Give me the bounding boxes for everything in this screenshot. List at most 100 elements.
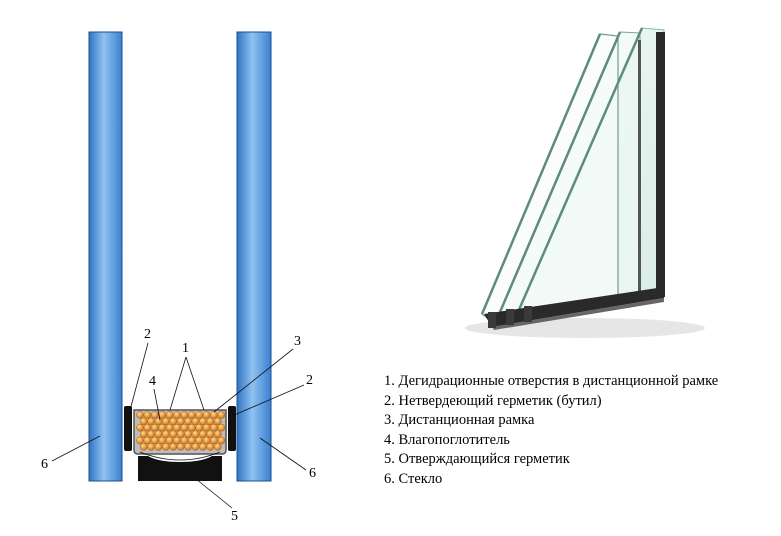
desiccant-bead: [158, 436, 166, 445]
desiccant-bead: [154, 417, 163, 426]
desiccant-bead: [217, 423, 226, 432]
desiccant-bead: [143, 423, 152, 432]
desiccant-bead: [195, 411, 203, 419]
desiccant-bead: [162, 442, 170, 451]
outer-sealant: [138, 456, 222, 481]
desiccant-bead: [147, 442, 155, 451]
desiccant-bead: [143, 436, 152, 445]
leader-2-left: [128, 342, 149, 415]
desiccant-bead: [154, 442, 163, 451]
butyl-strip-left: [124, 406, 132, 451]
desiccant-bead: [173, 411, 181, 419]
desiccant-bead: [202, 423, 211, 432]
desiccant-bead: [143, 411, 152, 419]
desiccant-bead: [184, 430, 192, 438]
desiccant-bead: [210, 411, 218, 419]
desiccant-bead: [180, 436, 189, 445]
desiccant-bead: [139, 430, 148, 438]
desiccant-bead: [187, 436, 196, 445]
desiccant-bead: [165, 436, 174, 445]
leader-4: [153, 388, 161, 421]
leader-6-left: [51, 435, 101, 462]
desiccant-bead: [169, 442, 178, 451]
desiccant-bead: [195, 436, 203, 445]
glass-pane-right: [236, 31, 272, 482]
desiccant-bead: [136, 423, 144, 432]
desiccant-bead: [147, 417, 155, 426]
desiccant-beads: [136, 411, 226, 451]
legend-item-2: 2. Нетвердеющий герметик (бутил): [384, 392, 602, 409]
callout-1: 1: [182, 341, 189, 356]
pane-front: [481, 33, 619, 321]
desiccant-bead: [136, 436, 144, 445]
desiccant-bead: [180, 411, 189, 419]
triple-glazing-photo: [465, 27, 705, 338]
desiccant-bead: [147, 430, 155, 438]
desiccant-bead: [176, 430, 185, 438]
callout-2-right: 2: [306, 373, 313, 388]
butyl-strip-right: [228, 406, 236, 451]
desiccant-bead: [150, 423, 159, 432]
desiccant-bead: [199, 442, 207, 451]
desiccant-bead: [191, 417, 200, 426]
desiccant-bead: [165, 423, 174, 432]
desiccant-bead: [162, 430, 170, 438]
legend-item-5: 5. Отверждающийся герметик: [384, 451, 570, 468]
desiccant-bead: [162, 417, 170, 426]
desiccant-bead: [180, 423, 189, 432]
callout-5: 5: [231, 509, 238, 524]
desiccant-bead: [213, 417, 222, 426]
desiccant-bead: [165, 411, 174, 419]
desiccant-bead: [206, 442, 215, 451]
desiccant-bead: [139, 442, 148, 451]
desiccant-bead: [158, 423, 166, 432]
desiccant-bead: [154, 430, 163, 438]
callout-2-left: 2: [144, 327, 151, 342]
leader-6-right: [259, 437, 307, 471]
desiccant-bead: [176, 417, 185, 426]
leader-1a: [169, 356, 187, 411]
desiccant-bead: [199, 430, 207, 438]
desiccant-bead: [199, 417, 207, 426]
desiccant-bead: [158, 411, 166, 419]
leader-2-right: [231, 384, 305, 417]
spacer-vertical: [656, 32, 665, 297]
desiccant-bead: [184, 417, 192, 426]
desiccant-bead: [202, 436, 211, 445]
desiccant-bead: [191, 442, 200, 451]
desiccant-bead: [150, 436, 159, 445]
desiccant-bead: [202, 411, 211, 419]
desiccant-bead: [169, 430, 178, 438]
desiccant-bead: [206, 417, 215, 426]
desiccant-bead: [210, 436, 218, 445]
desiccant-bead: [139, 417, 148, 426]
desiccant-bead: [191, 430, 200, 438]
callout-4: 4: [149, 374, 156, 389]
legend-list: 1. Дегидрационные отверстия в дистанцион…: [384, 372, 718, 490]
desiccant-bead: [187, 423, 196, 432]
desiccant-bead: [173, 423, 181, 432]
legend-item-4: 4. Влагопоглотитель: [384, 431, 510, 448]
desiccant-bead: [213, 442, 222, 451]
legend-item-6: 6. Стекло: [384, 470, 443, 487]
glass-pane-left: [88, 31, 123, 482]
desiccant-bead: [217, 436, 226, 445]
desiccant-bead: [136, 411, 144, 419]
desiccant-bead: [184, 442, 192, 451]
desiccant-bead: [213, 430, 222, 438]
leader-3: [213, 348, 294, 413]
desiccant-bead: [150, 411, 159, 419]
legend-item-1: 1. Дегидрационные отверстия в дистанцион…: [384, 373, 719, 389]
desiccant-bead: [217, 411, 226, 419]
desiccant-bead: [210, 423, 218, 432]
desiccant-bead: [176, 442, 185, 451]
desiccant-bead: [169, 417, 178, 426]
sealant-top-edge: [139, 451, 221, 461]
desiccant-bead: [187, 411, 196, 419]
desiccant-bead: [206, 430, 215, 438]
callout-3: 3: [294, 334, 301, 349]
desiccant-bead: [195, 423, 203, 432]
callout-6-left: 6: [41, 457, 48, 472]
leader-1b: [185, 356, 205, 411]
